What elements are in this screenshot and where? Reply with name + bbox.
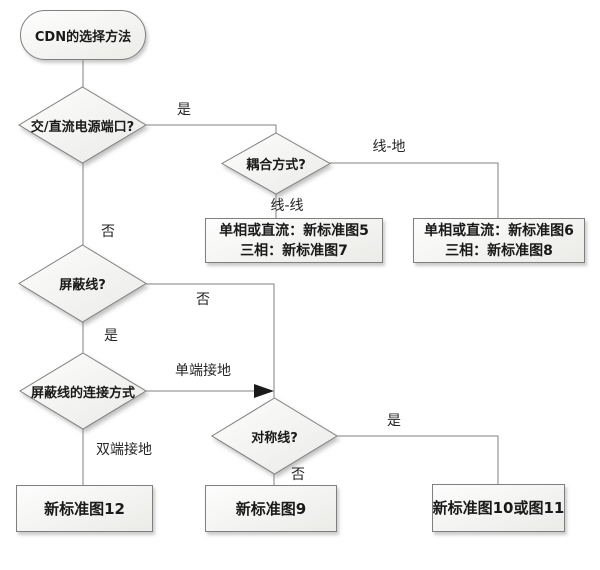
- shielded-line-label: 屏蔽线?: [59, 278, 106, 293]
- start-node: CDN的选择方法: [20, 10, 146, 60]
- edge-label-power-yes: 是: [177, 102, 191, 118]
- edge-label-line-ground: 线-地: [372, 139, 406, 155]
- edge-label-double-end-ground: 双端接地: [96, 442, 152, 458]
- result-6-8-line1: 单相或直流：新标准图6: [424, 222, 574, 239]
- arrowhead-icon: [254, 384, 274, 398]
- coupling-decision: 耦合方式?: [220, 132, 332, 195]
- result-box-5-7: 单相或直流：新标准图5 三相：新标准图7: [205, 218, 383, 263]
- coupling-label: 耦合方式?: [246, 158, 306, 173]
- edge-label-symmetric-yes: 是: [387, 413, 401, 429]
- result-9-label: 新标准图9: [235, 499, 307, 518]
- edge-label-shield-yes: 是: [104, 328, 118, 344]
- power-port-decision: 交/直流电源端口?: [18, 86, 147, 164]
- result-10-11-label: 新标准图10或图11: [432, 499, 565, 517]
- result-12-label: 新标准图12: [44, 499, 125, 518]
- result-box-9: 新标准图9: [205, 485, 337, 532]
- shielded-line-decision: 屏蔽线?: [18, 244, 147, 323]
- result-6-8-line2: 三相：新标准图8: [445, 242, 553, 259]
- result-5-7-line2: 三相：新标准图7: [240, 242, 348, 259]
- result-5-7-line1: 单相或直流：新标准图5: [219, 222, 369, 239]
- shield-connection-label: 屏蔽线的连接方式: [30, 385, 135, 401]
- result-box-6-8: 单相或直流：新标准图6 三相：新标准图8: [413, 218, 585, 263]
- start-label: CDN的选择方法: [34, 29, 132, 45]
- symmetric-line-label: 对称线?: [251, 430, 298, 446]
- symmetric-line-decision: 对称线?: [211, 397, 338, 475]
- result-box-10-11: 新标准图10或图11: [432, 484, 565, 532]
- power-port-label: 交/直流电源端口?: [30, 119, 135, 135]
- edge-label-single-end-ground: 单端接地: [175, 363, 231, 379]
- edge-label-power-no: 否: [101, 224, 115, 240]
- edge-label-shield-no: 否: [196, 292, 210, 308]
- result-box-12: 新标准图12: [16, 485, 153, 532]
- edge-label-line-line: 线-线: [270, 198, 304, 214]
- shield-connection-decision: 屏蔽线的连接方式: [19, 352, 147, 430]
- edge-label-symmetric-no: 否: [291, 467, 305, 483]
